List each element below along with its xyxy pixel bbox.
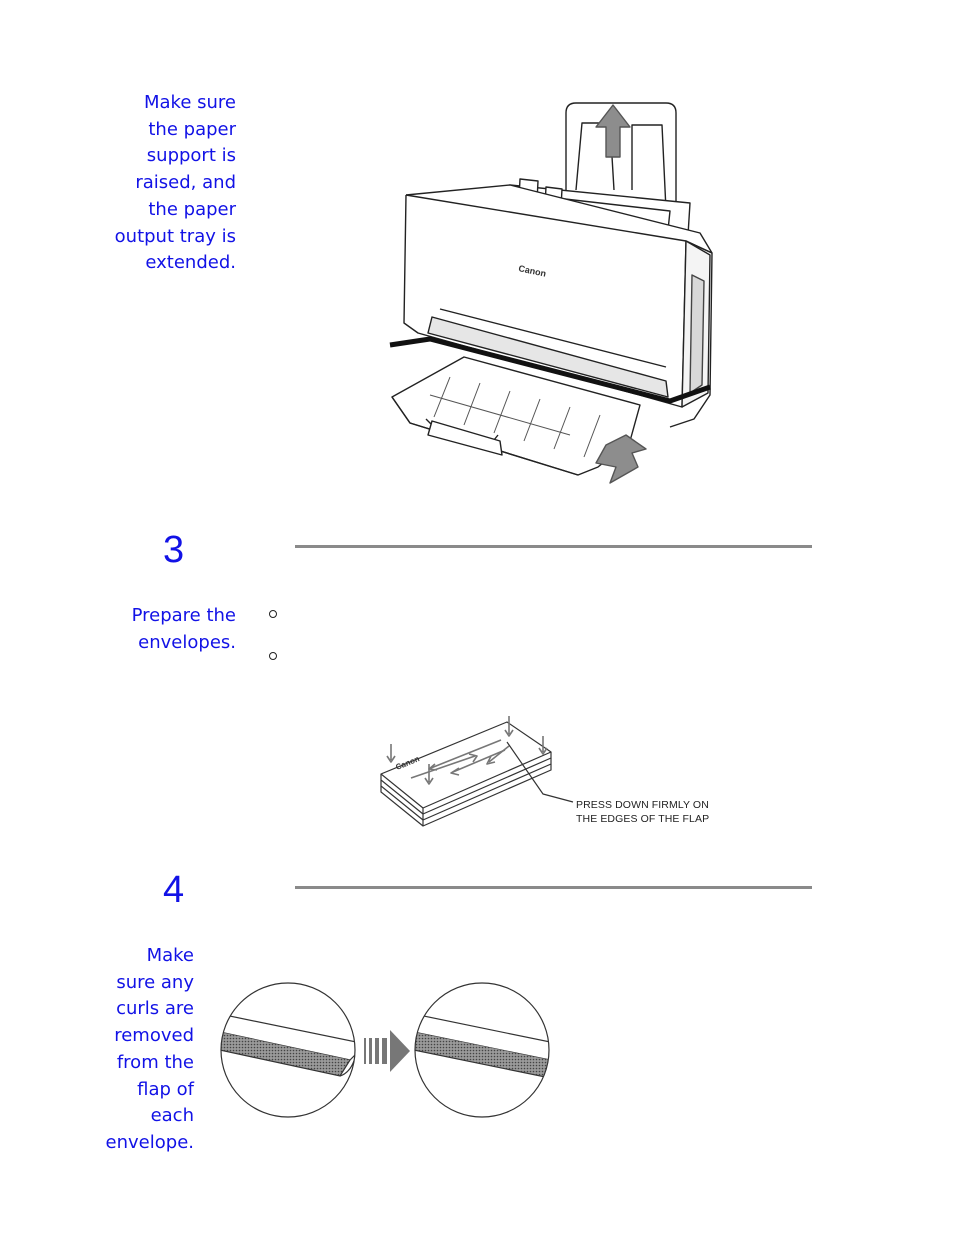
curled-flap-detail <box>221 1013 355 1077</box>
arrow-down-left-icon <box>595 434 647 484</box>
section-divider <box>295 886 812 889</box>
callout-line-1: PRESS DOWN FIRMLY ON <box>576 799 709 811</box>
after-magnifier <box>414 982 550 1118</box>
note-prepare-envelopes: Prepare the envelopes. <box>131 605 236 653</box>
transition-arrow-icon <box>364 1030 410 1072</box>
bullet-marker <box>269 652 277 660</box>
callout-line-2: THE EDGES OF THE FLAP <box>576 813 709 825</box>
bullet-marker <box>269 610 277 618</box>
note-paper-support: Make sure the paper support is raised, a… <box>114 92 236 274</box>
printer-illustration: Canon <box>389 102 713 484</box>
before-magnifier <box>220 982 356 1118</box>
step-number-3: 3 <box>163 529 185 571</box>
step-number-4: 4 <box>163 869 185 911</box>
section-divider <box>295 545 812 548</box>
note-remove-curls: Make sure any curls are removed from the… <box>105 945 194 1153</box>
flap-curl-comparison-illustration <box>220 982 550 1118</box>
arrow-up-icon <box>595 104 631 158</box>
envelope-stack-illustration: Canon PRESS DOWN FIRMLY ON THE EDGES OF … <box>380 716 709 827</box>
flat-flap-detail <box>415 1013 549 1079</box>
